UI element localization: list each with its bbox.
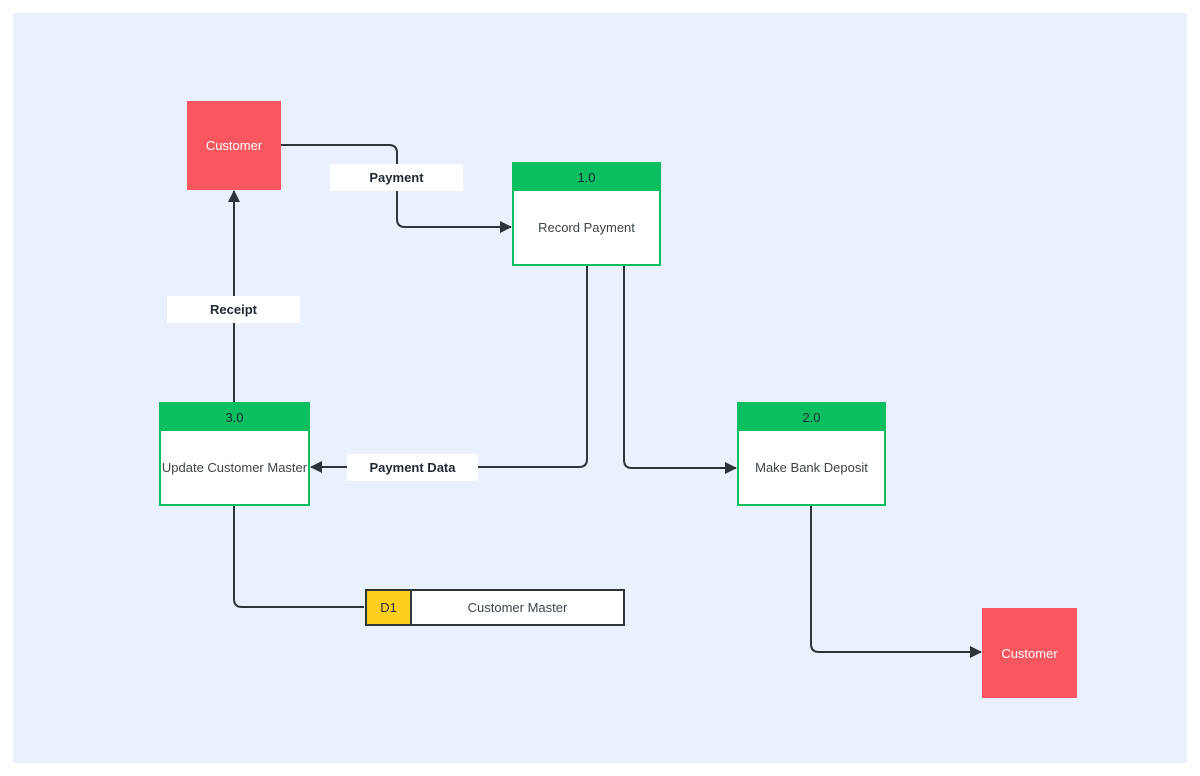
data-store-code-label: D1 [380,600,397,615]
process-make-bank-deposit-number: 2.0 [802,410,821,425]
entity-customer-top[interactable]: Customer [187,101,281,190]
process-make-bank-deposit-body: Make Bank Deposit [739,431,884,504]
flow-label-receipt[interactable]: Receipt [167,296,300,323]
entity-customer-top-label: Customer [205,138,263,153]
process-record-payment-label: Record Payment [538,220,635,235]
flow-label-payment-data-text: Payment Data [369,460,456,475]
process-make-bank-deposit-label: Make Bank Deposit [755,460,868,475]
process-record-payment-header: 1.0 [514,164,659,191]
flow-label-payment[interactable]: Payment [330,164,463,191]
data-store-name: Customer Master [412,591,623,624]
data-store-name-label: Customer Master [467,600,568,615]
entity-customer-bottom-label: Customer [1001,645,1058,661]
process-update-customer-master[interactable]: 3.0 Update Customer Master [159,402,310,506]
process-update-customer-master-body: Update Customer Master [161,431,308,504]
process-record-payment[interactable]: 1.0 Record Payment [512,162,661,266]
process-update-customer-master-number: 3.0 [225,410,244,425]
process-update-customer-master-label: Update Customer Master [161,460,308,475]
data-store-code: D1 [367,591,412,624]
flow-label-payment-data[interactable]: Payment Data [347,454,478,481]
process-record-payment-body: Record Payment [514,191,659,264]
process-make-bank-deposit-header: 2.0 [739,404,884,431]
entity-customer-bottom[interactable]: Customer [982,608,1077,698]
flow-label-payment-text: Payment [369,170,424,185]
process-record-payment-number: 1.0 [577,170,596,185]
data-store-customer-master[interactable]: D1 Customer Master [365,589,625,626]
process-make-bank-deposit[interactable]: 2.0 Make Bank Deposit [737,402,886,506]
process-update-customer-master-header: 3.0 [161,404,308,431]
flow-label-receipt-text: Receipt [210,302,257,317]
